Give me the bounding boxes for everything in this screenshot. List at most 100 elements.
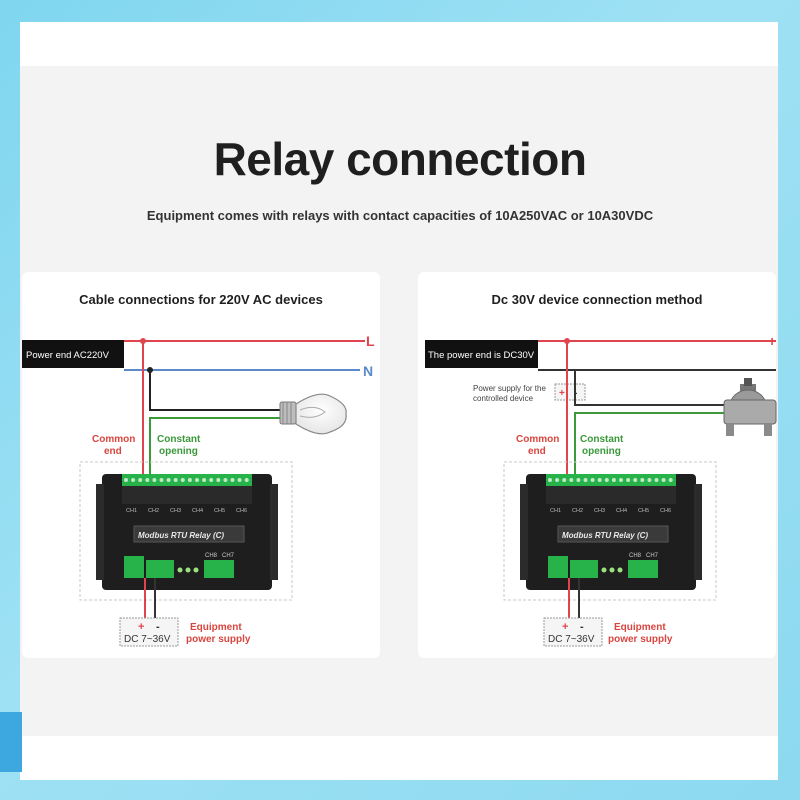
dc-common-end-label-1: Common (516, 434, 559, 445)
ac-card-title: Cable connections for 220V AC devices (79, 292, 323, 307)
ac-power-label: Power end AC220V (26, 350, 110, 361)
dc-power-label: The power end is DC30V (428, 350, 535, 361)
dc-ch2-label: CH2 (572, 508, 583, 514)
terminal-screw (180, 478, 185, 482)
ac-relay-name: Modbus RTU Relay (C) (138, 531, 224, 540)
ac-constant-opening-label-2: opening (159, 446, 198, 457)
terminal-screw (187, 478, 192, 482)
controlled-supply-box (554, 383, 586, 401)
bulb-neutral-wire (149, 370, 280, 411)
terminal-screw (661, 478, 666, 482)
dc-dc-plus: + (562, 621, 568, 633)
terminal-screw (619, 478, 623, 482)
terminal-screw (626, 478, 631, 482)
dc-constant-opening-wire (574, 412, 730, 478)
bottom-band (20, 736, 778, 780)
dc-dc-minus: - (580, 621, 584, 633)
ac-ch6-label: CH6 (236, 508, 247, 514)
controlled-supply-label-1: Power supply for the (473, 384, 546, 393)
ac-diagram: Power end AC220V L N Common end Constant… (22, 333, 375, 647)
ac-relay-module: Modbus RTU Relay (C) CH8 CH7 CH1 CH2 CH3… (96, 474, 278, 590)
ac-connection-card (22, 272, 380, 658)
dc-diagram: The power end is DC30V + + - Power suppl… (425, 333, 777, 647)
corner-accent (0, 712, 22, 772)
controlled-supply-label-2: controlled device (473, 394, 534, 403)
ac-ch5-label: CH5 (214, 508, 225, 514)
neutral-wire-label: N (363, 363, 373, 379)
dc-ch3-label: CH3 (594, 508, 605, 514)
terminal-screw (230, 478, 235, 482)
terminal-screw (195, 478, 199, 482)
terminal-screw (216, 478, 221, 482)
dc-constant-opening-label-2: opening (582, 446, 621, 457)
ac-equipment-label-1: Equipment (190, 622, 242, 633)
dc-ch6-label: CH6 (660, 508, 671, 514)
dc-dc-voltage: DC 7~36V (548, 634, 595, 645)
dc-relay-module: Modbus RTU Relay (C) CH8 CH7 CH1 CH2 CH3… (520, 474, 702, 590)
ac-dc-plus: + (138, 621, 144, 633)
terminal-screw (138, 478, 143, 482)
ac-ch2-label: CH2 (148, 508, 159, 514)
ac-equipment-label-2: power supply (186, 634, 251, 645)
terminal-screw (548, 478, 552, 482)
dc-ch8-label: CH8 (629, 553, 642, 559)
terminal-screw (209, 478, 214, 482)
terminal-screw (583, 478, 588, 482)
terminal-screw (611, 478, 616, 482)
solenoid-valve-icon (723, 378, 777, 436)
terminal-screw (237, 478, 242, 482)
dc-relay-name: Modbus RTU Relay (C) (562, 531, 648, 540)
dc-ch7-label: CH7 (646, 553, 659, 559)
dc-dc-supply-box (543, 617, 603, 647)
ac-ch7-label: CH7 (222, 553, 235, 559)
terminal-screw (159, 478, 164, 482)
ac-ch3-label: CH3 (170, 508, 181, 514)
dc-ch4-label: CH4 (616, 508, 627, 514)
ac-ch8-label: CH8 (205, 553, 218, 559)
terminal-screw (124, 478, 128, 482)
ac-constant-opening-label-1: Constant (157, 434, 201, 445)
terminal-screw (640, 478, 645, 482)
terminal-screw (576, 478, 581, 482)
terminal-screw (131, 478, 136, 482)
terminal-screw (562, 478, 567, 482)
ac-common-end-label-1: Common (92, 434, 135, 445)
terminal-screw (555, 478, 560, 482)
dc-equipment-label-2: power supply (608, 634, 673, 645)
terminal-screw (654, 478, 659, 482)
valve-negative-wire (574, 370, 730, 406)
terminal-screw (202, 478, 207, 482)
ac-dc-voltage: DC 7~36V (124, 634, 171, 645)
dc-device-enclosure (503, 461, 717, 601)
dc-positive-label: + (768, 333, 776, 349)
terminal-screw (668, 478, 673, 482)
terminal-screw (633, 478, 638, 482)
dc-ch5-label: CH5 (638, 508, 649, 514)
controlled-supply-plus: + (559, 388, 565, 399)
terminal-screw (244, 478, 249, 482)
ac-dc-supply-box (119, 617, 179, 647)
page-subtitle: Equipment comes with relays with contact… (146, 208, 654, 223)
ac-power-label-bar (22, 340, 124, 368)
page-title: Relay connection (213, 133, 587, 185)
terminal-screw (590, 478, 595, 482)
terminal-screw (152, 478, 157, 482)
dc-ch1-label: CH1 (550, 508, 561, 514)
live-wire-label: L (366, 333, 375, 349)
ac-ch1-label: CH1 (126, 508, 137, 514)
dc-card-title: Dc 30V device connection method (491, 292, 703, 307)
terminal-screw (223, 478, 228, 482)
ac-dc-minus: - (156, 621, 160, 633)
ac-ch4-label: CH4 (192, 508, 203, 514)
ac-device-enclosure (79, 461, 293, 601)
terminal-screw (173, 478, 178, 482)
top-band (20, 22, 778, 66)
terminal-screw (597, 478, 602, 482)
dc-constant-opening-label-1: Constant (580, 434, 624, 445)
terminal-screw (166, 478, 171, 482)
dc-power-label-bar (425, 340, 538, 368)
lightbulb-icon (279, 393, 347, 435)
terminal-screw (647, 478, 652, 482)
constant-opening-wire (149, 417, 280, 478)
